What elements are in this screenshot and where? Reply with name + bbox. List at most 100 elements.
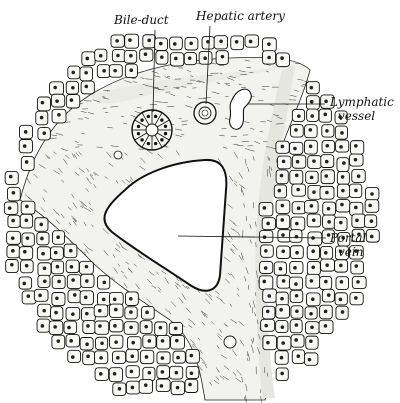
hepatic-cell	[291, 154, 307, 169]
hepatic-cell	[96, 64, 111, 78]
hepatic-cell	[18, 139, 33, 154]
hepatic-cell	[7, 186, 21, 202]
hepatic-cell	[109, 292, 124, 306]
hepatic-cell	[318, 108, 332, 123]
label-portal-line1: Portal	[329, 231, 367, 245]
hepatic-cell	[63, 243, 78, 259]
hepatic-cell	[306, 292, 321, 307]
hepatic-cell	[168, 322, 184, 336]
hepatic-cell	[289, 141, 304, 155]
hepatic-cell	[349, 292, 364, 306]
hepatic-cell	[289, 276, 304, 291]
hepatic-cell	[112, 350, 127, 364]
hepatic-cell	[258, 229, 274, 244]
hepatic-cell	[260, 318, 276, 332]
hepatic-cell	[319, 304, 333, 320]
leader-bile-duct	[152, 29, 156, 113]
hepatic-cell	[34, 217, 49, 232]
hepatic-cell	[291, 349, 306, 364]
hepatic-cell	[7, 214, 21, 228]
hepatic-cell	[306, 245, 320, 260]
hepatic-cell	[139, 48, 154, 62]
hepatic-cell	[213, 35, 229, 50]
hepatic-cell	[335, 276, 349, 291]
hepatic-cell	[79, 260, 94, 275]
hepatic-cell	[50, 306, 64, 321]
hepatic-cell	[67, 289, 82, 304]
hepatic-cell	[155, 378, 171, 393]
hepatic-cell	[364, 214, 378, 228]
hepatic-cell	[65, 259, 80, 274]
hepatic-cell	[139, 349, 155, 365]
hepatic-cell	[349, 245, 364, 260]
hepatic-cell	[290, 124, 304, 138]
hepatic-cell	[275, 169, 289, 185]
hepatic-cell	[66, 274, 82, 290]
hepatic-cell	[139, 320, 153, 335]
hepatic-cell	[169, 36, 183, 51]
hepatic-cell	[334, 292, 348, 306]
hepatic-cell	[51, 108, 67, 124]
hepatic-cell	[124, 33, 140, 49]
leader-hepatic-artery	[205, 25, 211, 105]
hepatic-cell	[37, 127, 51, 141]
hepatic-cell	[333, 216, 348, 231]
hepatic-cell	[109, 319, 124, 333]
hepatic-cell	[65, 94, 81, 109]
hepatic-cell	[336, 157, 350, 172]
hepatic-cell	[36, 246, 52, 261]
hepatic-cell	[304, 306, 318, 320]
hepatic-cell	[351, 228, 365, 243]
hepatic-cell	[335, 199, 351, 213]
hepatic-cell	[125, 380, 141, 395]
hepatic-cell	[307, 185, 322, 200]
hepatic-cell	[274, 350, 289, 365]
hepatic-cell	[112, 382, 127, 396]
hepatic-cell	[170, 380, 185, 396]
hepatic-cell	[37, 274, 51, 288]
hepatic-cell	[125, 291, 139, 306]
hepatic-cell	[306, 260, 321, 276]
hepatic-cell	[20, 259, 34, 274]
hepatic-cell	[289, 245, 304, 260]
hepatic-cell	[259, 260, 274, 274]
hepatic-cell	[125, 348, 139, 363]
hepatic-cell	[306, 95, 320, 110]
hepatic-cell	[94, 350, 109, 365]
hepatic-cell	[261, 37, 277, 53]
hepatic-cells	[3, 33, 380, 396]
bile-duct	[131, 109, 173, 151]
hepatic-cell	[4, 171, 19, 185]
hepatic-cell	[258, 275, 274, 290]
hepatic-cell	[80, 307, 96, 322]
hepatic-cell	[82, 350, 96, 366]
hepatic-cell	[258, 201, 274, 217]
hepatic-cell	[67, 349, 81, 363]
hepatic-cell	[348, 183, 363, 199]
hepatic-cell	[156, 365, 170, 379]
hepatic-cell	[320, 94, 335, 109]
hepatic-cell	[262, 50, 276, 65]
hepatic-cell	[336, 170, 350, 186]
hepatic-cell	[185, 365, 200, 379]
hepatic-cell	[94, 48, 108, 62]
septum-upper	[90, 62, 300, 104]
hepatic-cell	[82, 320, 96, 334]
hepatic-cell	[289, 260, 304, 275]
hepatic-cell	[318, 319, 334, 335]
hepatic-cell	[215, 50, 229, 65]
hepatic-cell	[51, 93, 66, 108]
hepatic-cell	[111, 49, 126, 63]
hepatic-cell	[290, 216, 306, 231]
leader-portal-vein	[177, 235, 327, 239]
hepatic-cell	[97, 292, 112, 306]
hepatic-cell	[93, 304, 109, 318]
hepatic-cell	[142, 334, 157, 349]
hepatic-cell	[276, 335, 292, 351]
hepatic-cell	[80, 80, 95, 95]
hepatic-cell	[21, 290, 37, 305]
hepatic-cell	[262, 305, 276, 320]
hepatic-cell	[275, 367, 289, 381]
hepatic-cell	[81, 51, 96, 66]
hepatic-cell	[230, 35, 245, 51]
